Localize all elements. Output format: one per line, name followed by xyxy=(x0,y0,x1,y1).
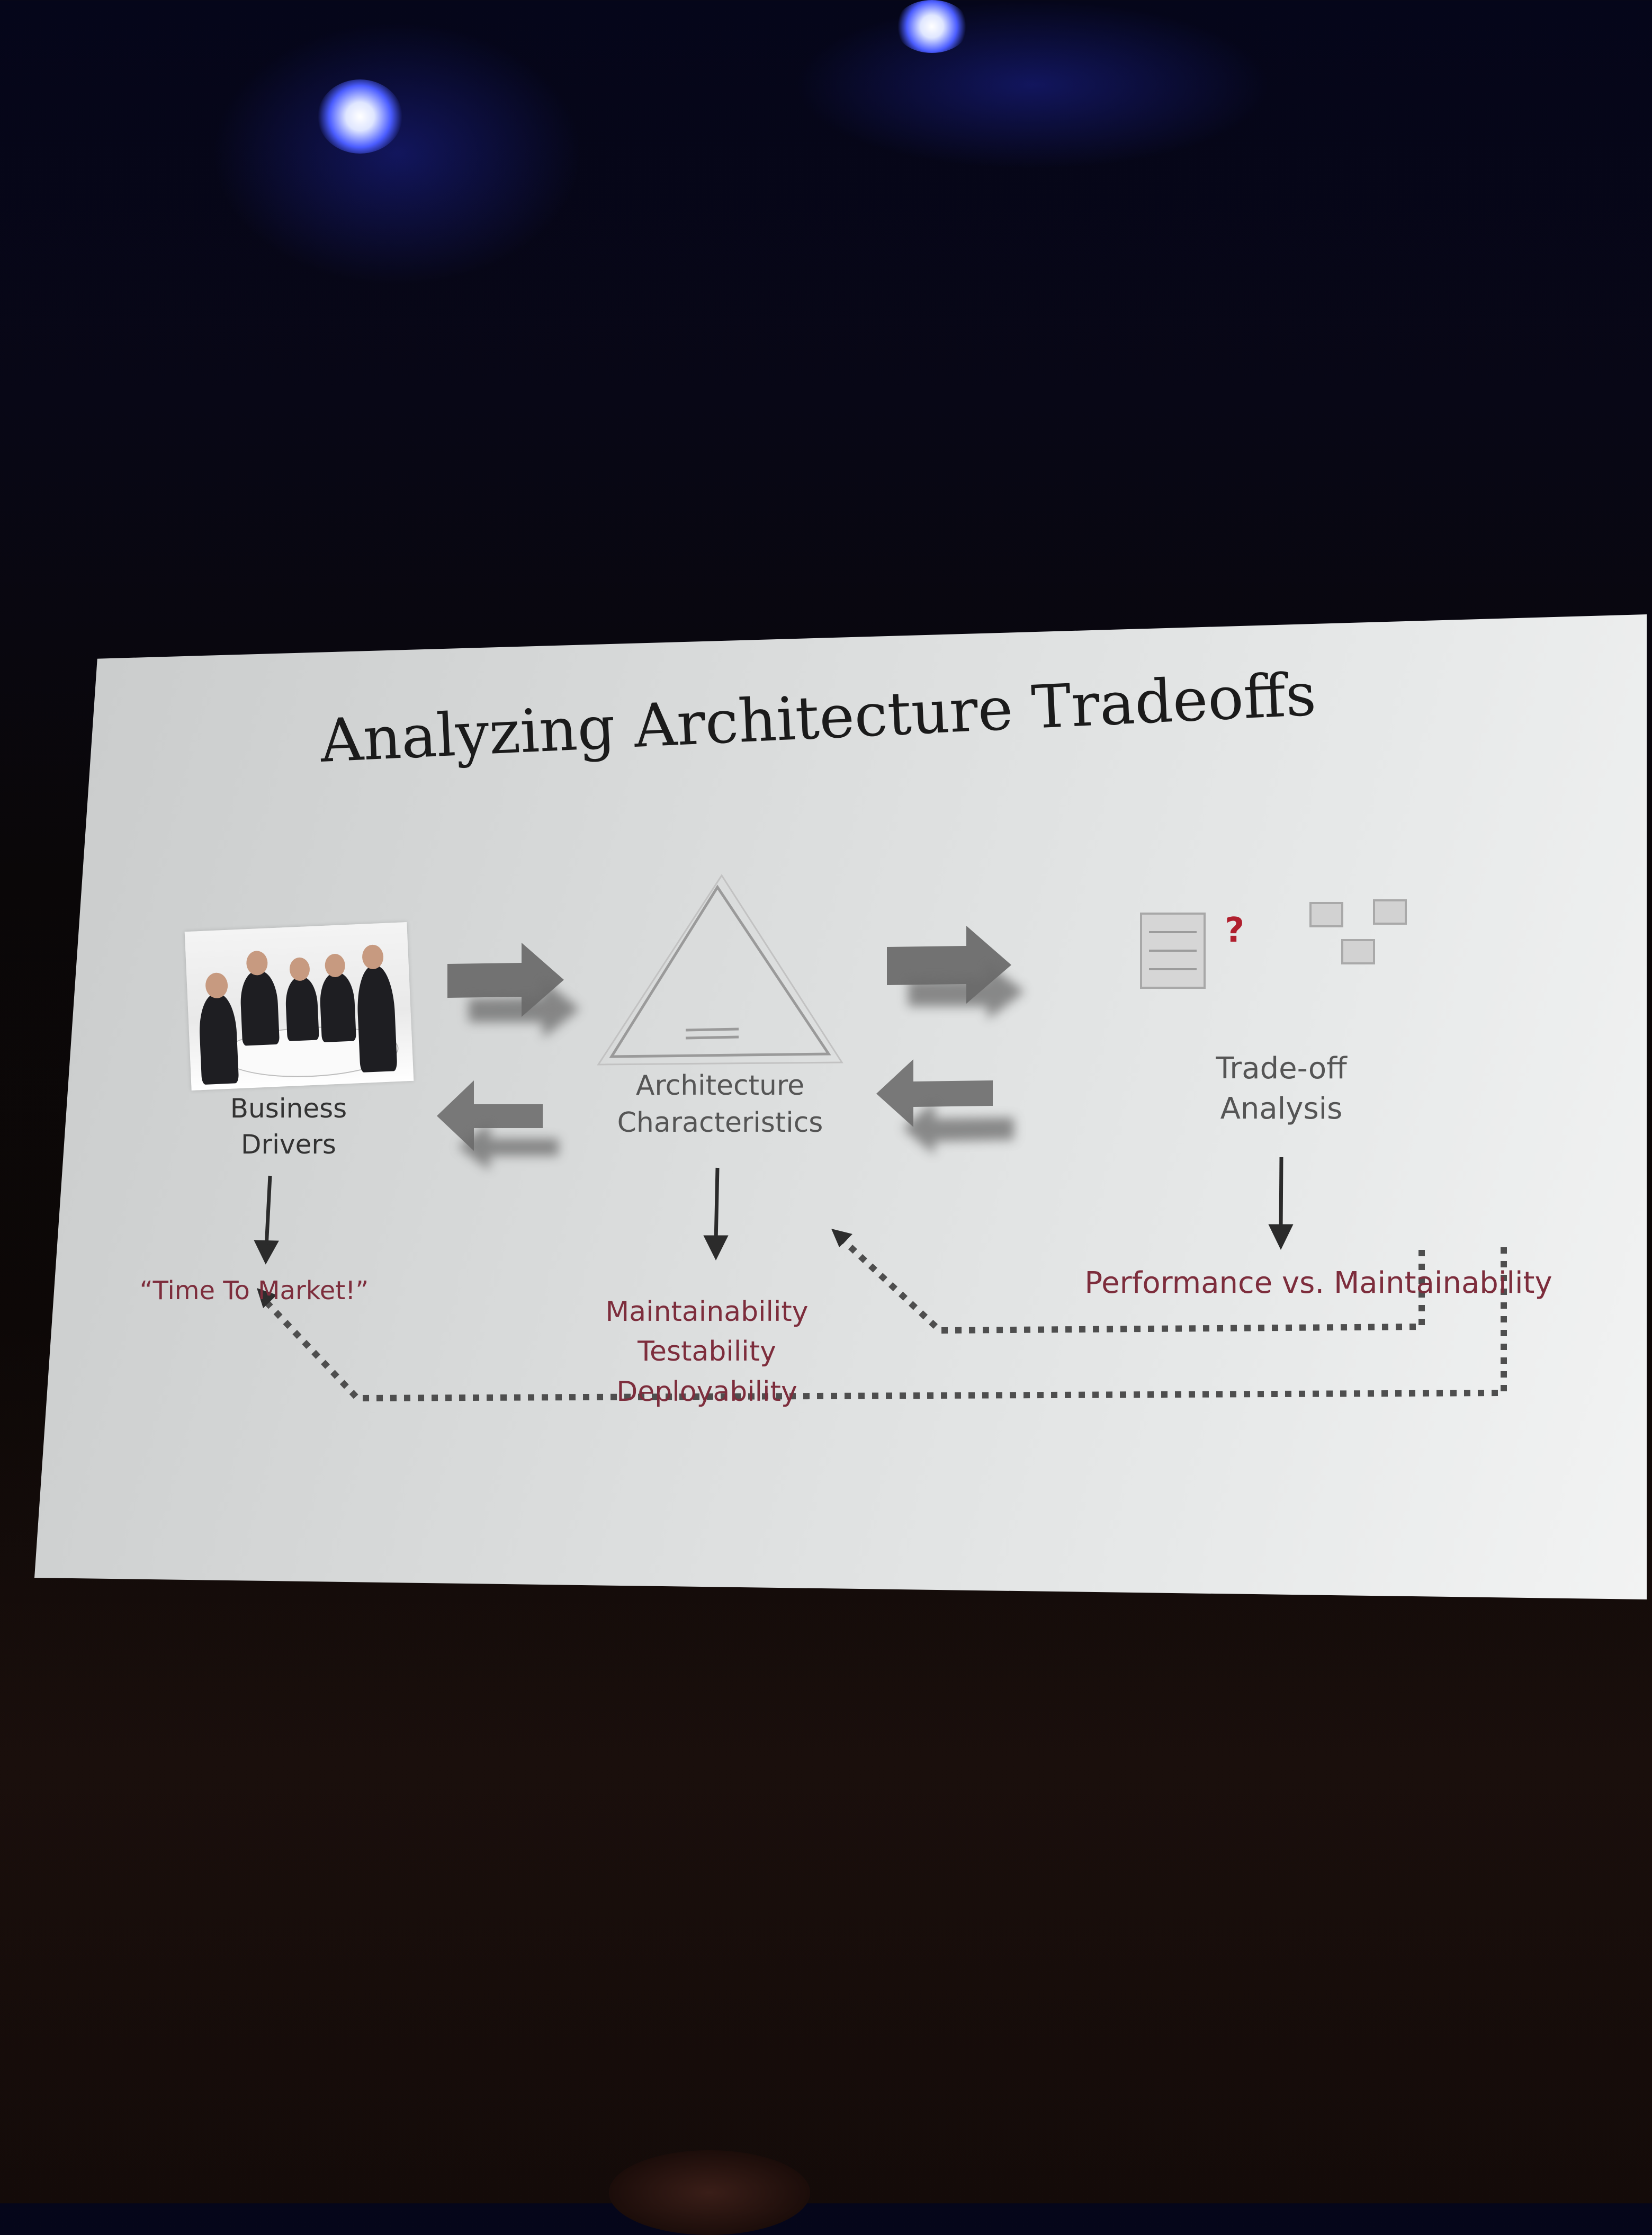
business-label-line2: Drivers xyxy=(241,1129,336,1160)
outcome-time-to-market: “Time To Market!” xyxy=(139,1276,369,1306)
arrow-left-ghost-icon xyxy=(458,1123,559,1170)
question-mark: ? xyxy=(1225,911,1245,950)
outcome-performance-vs-maintainability: Performance vs. Maintainability xyxy=(1084,1266,1552,1300)
stage-spotlight-left xyxy=(318,79,402,154)
tradeoff-label-line1: Trade-off xyxy=(1216,1051,1347,1086)
arrow-left-icon xyxy=(876,1059,993,1127)
outcome-testability: Testability xyxy=(638,1336,776,1368)
dotted-feedback-connector xyxy=(259,1234,1507,1402)
stage-label-architecture-characteristics: Architecture Characteristics xyxy=(601,1067,839,1141)
diagram-graphics xyxy=(254,874,1507,1402)
outcome-deployability: Deployability xyxy=(616,1375,797,1408)
arrow-down-icon xyxy=(1268,1157,1294,1250)
arrow-down-icon xyxy=(703,1167,729,1260)
stage-spotlight-right xyxy=(895,0,969,53)
business-label-line1: Business xyxy=(230,1093,347,1124)
stage-light-beam-left xyxy=(212,21,582,286)
architecture-label-line2: Characteristics xyxy=(617,1107,823,1139)
architecture-triangle-icon xyxy=(597,874,843,1066)
architecture-label-line1: Architecture xyxy=(635,1070,805,1102)
arrow-left-icon xyxy=(437,1080,543,1151)
arrow-down-icon xyxy=(254,1175,279,1265)
arrow-left-ghost-icon xyxy=(903,1102,1014,1155)
projected-slide: Analyzing Architecture Tradeoffs xyxy=(34,614,1647,1599)
outcome-architecture-characteristics: Maintainability Testability Deployabilit… xyxy=(585,1292,829,1412)
tradeoff-document-icon xyxy=(1140,913,1206,989)
arrow-right-ghost-icon xyxy=(908,964,1025,1020)
tradeoff-boxes-icon xyxy=(1309,899,1407,964)
tradeoff-label-line2: Analysis xyxy=(1220,1091,1343,1126)
arrow-right-ghost-icon xyxy=(469,980,580,1038)
stage-label-tradeoff-analysis: Trade-off Analysis xyxy=(1183,1049,1379,1129)
arrowhead-icon xyxy=(257,1229,852,1308)
stage-label-business-drivers: Business Drivers xyxy=(193,1091,384,1163)
outcome-maintainability: Maintainability xyxy=(605,1296,809,1328)
stage-light-beam-right xyxy=(794,0,1271,169)
audience-head xyxy=(609,2150,810,2235)
